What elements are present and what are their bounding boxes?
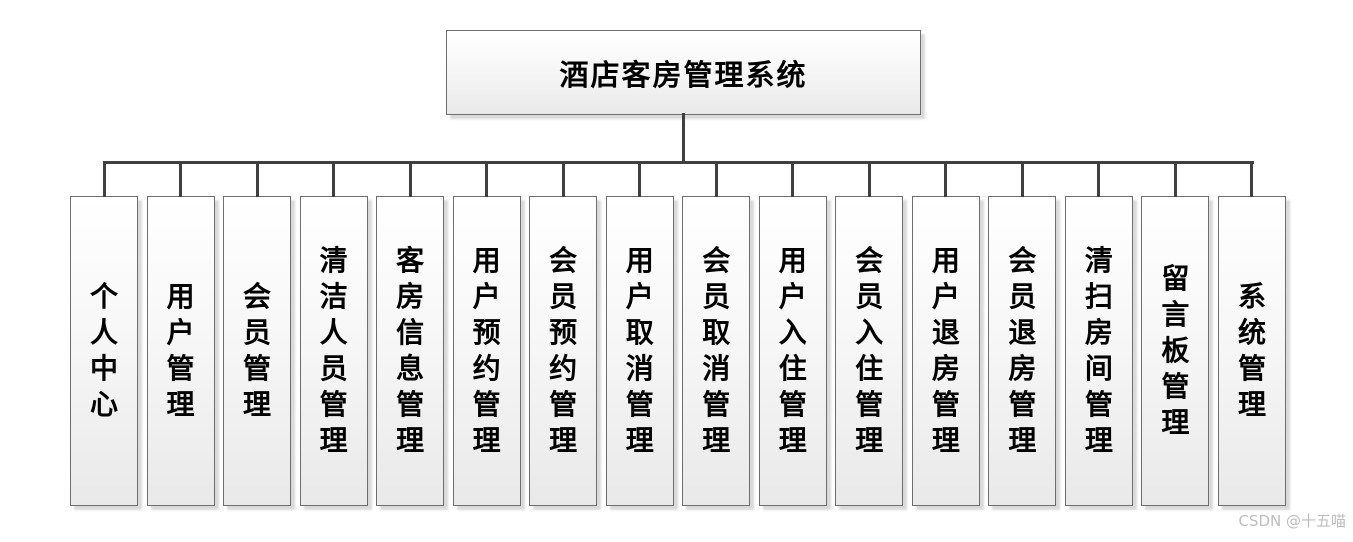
- node-personal-center: 个人中心: [70, 161, 138, 506]
- node-label: 系统管理: [1237, 280, 1266, 421]
- connector-stub: [791, 161, 795, 197]
- node-user-checkin-management: 用户入住管理: [758, 161, 827, 506]
- node-room-info-management: 客房信息管理: [376, 161, 445, 506]
- node-member-cancellation-management: 会员取消管理: [682, 161, 751, 506]
- node-label: 会员退房管理: [1008, 244, 1037, 457]
- node-cleaning-staff-management: 清洁人员管理: [299, 161, 368, 506]
- node-label: 个人中心: [89, 280, 118, 421]
- connector-stub: [944, 161, 948, 197]
- node-member-reservation-management: 会员预约管理: [529, 161, 598, 506]
- connector-stub: [1020, 161, 1024, 197]
- node-label: 会员入住管理: [855, 244, 884, 457]
- node-label: 用户退房管理: [931, 244, 960, 457]
- node-user-cancellation-management: 用户取消管理: [605, 161, 674, 506]
- connector-stub: [102, 161, 106, 197]
- node-system-management: 系统管理: [1217, 161, 1286, 506]
- connector-stub: [714, 161, 718, 197]
- node-label: 用户取消管理: [625, 244, 654, 457]
- node-user-management: 用户管理: [146, 161, 215, 506]
- horizontal-connector: [103, 161, 1254, 164]
- root-stem-connector: [682, 113, 685, 163]
- node-label: 会员管理: [243, 280, 272, 421]
- connector-stub: [408, 161, 412, 197]
- node-root-hotel-room-management-system: 酒店客房管理系统: [446, 30, 921, 115]
- connector-stub: [1250, 161, 1254, 197]
- children-row: 个人中心 用户管理 会员管理 清洁人员管理 客房信息管理 用户预约管理 会员预约…: [70, 161, 1286, 506]
- connector-stub: [638, 161, 642, 197]
- connector-stub: [1173, 161, 1177, 197]
- connector-stub: [332, 161, 336, 197]
- connector-stub: [867, 161, 871, 197]
- node-room-cleaning-management: 清扫房间管理: [1064, 161, 1133, 506]
- root-node-label: 酒店客房管理系统: [559, 57, 808, 92]
- node-user-checkout-management: 用户退房管理: [911, 161, 980, 506]
- node-member-checkout-management: 会员退房管理: [988, 161, 1057, 506]
- connector-stub: [485, 161, 489, 197]
- connector-stub: [255, 161, 259, 197]
- node-label: 用户预约管理: [472, 244, 501, 457]
- node-label: 会员取消管理: [702, 244, 731, 457]
- node-message-board-management: 留言板管理: [1141, 161, 1210, 506]
- node-label: 用户入住管理: [778, 244, 807, 457]
- watermark: CSDN @十五喵: [1238, 512, 1346, 530]
- node-label: 客房信息管理: [396, 244, 425, 457]
- node-label: 清扫房间管理: [1084, 244, 1113, 457]
- node-member-checkin-management: 会员入住管理: [835, 161, 904, 506]
- node-label: 会员预约管理: [549, 244, 578, 457]
- node-user-reservation-management: 用户预约管理: [452, 161, 521, 506]
- connector-stub: [561, 161, 565, 197]
- node-label: 清洁人员管理: [319, 244, 348, 457]
- connector-stub: [1097, 161, 1101, 197]
- node-label: 留言板管理: [1161, 262, 1190, 439]
- connector-stub: [179, 161, 183, 197]
- node-member-management: 会员管理: [223, 161, 292, 506]
- node-label: 用户管理: [166, 280, 195, 421]
